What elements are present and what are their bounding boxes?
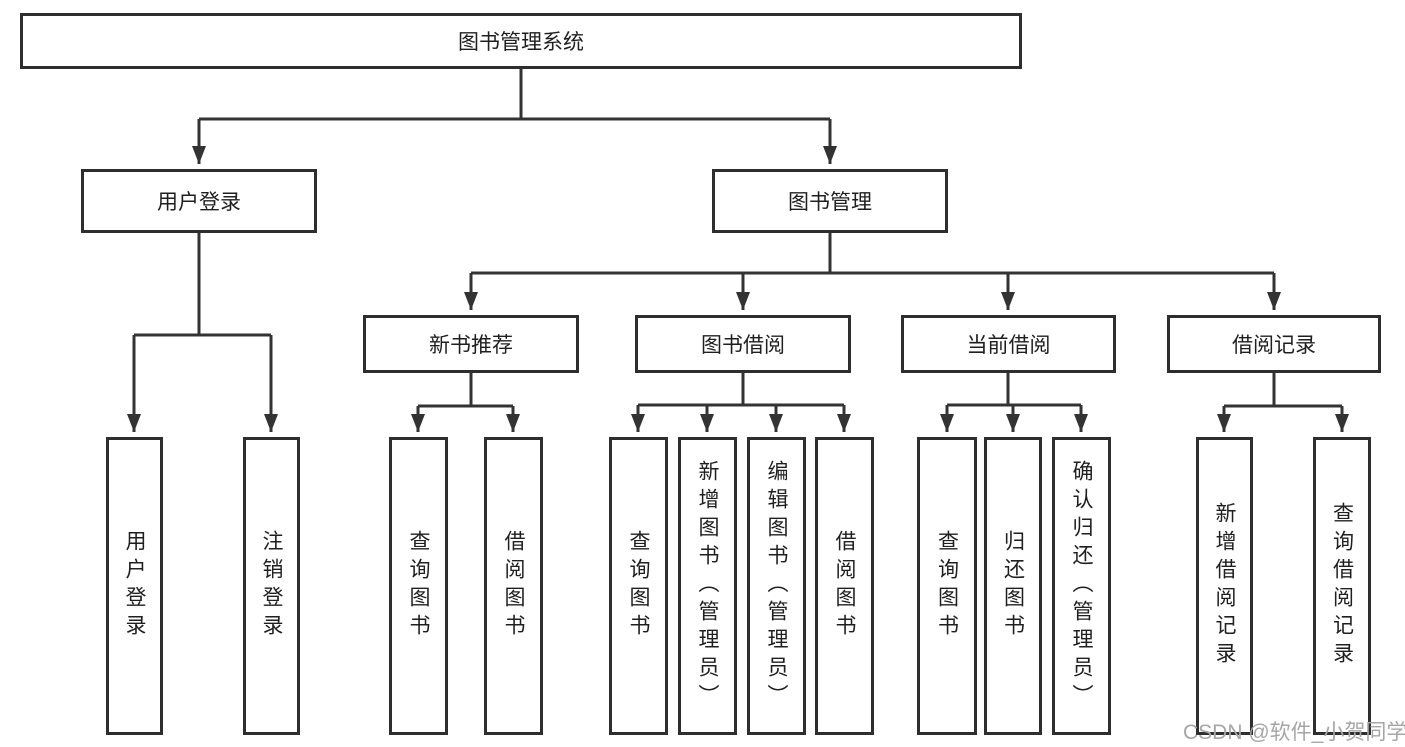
connector-root [192, 69, 837, 164]
leaf-label: 查询图书 [935, 530, 959, 642]
leaf-label: 新增图书（管理员） [696, 460, 719, 712]
node-new-book-recommend: 新书推荐 [363, 315, 579, 373]
leaf-edit-books-admin: 编辑图书（管理员） [747, 437, 806, 735]
leaf-label: 借阅图书 [502, 530, 525, 642]
connector-user-login [127, 233, 278, 432]
leaf-label: 查询图书 [627, 530, 650, 642]
node-borrow-records: 借阅记录 [1167, 315, 1381, 373]
leaf-add-books-admin: 新增图书（管理员） [678, 437, 737, 735]
leaf-label: 用户登录 [123, 530, 146, 642]
leaf-logout: 注销登录 [243, 437, 300, 735]
connector-book-mgmt [464, 233, 1281, 310]
leaf-query-books-recommend: 查询图书 [389, 437, 448, 735]
connector-borrow-records [1217, 373, 1349, 432]
leaf-borrow-books: 借阅图书 [815, 437, 874, 735]
leaf-label: 查询图书 [407, 530, 430, 642]
leaf-label: 借阅图书 [833, 530, 856, 642]
leaf-query-books-current: 查询图书 [917, 437, 977, 735]
leaf-add-borrow-record: 新增借阅记录 [1196, 437, 1253, 735]
leaf-query-books-borrow: 查询图书 [609, 437, 668, 735]
connector-current-borrow [940, 373, 1088, 432]
csdn-watermark: CSDN @软件_小贺同学 [1183, 721, 1405, 744]
leaf-borrow-books-recommend: 借阅图书 [484, 437, 543, 735]
node-book-management: 图书管理 [712, 169, 948, 233]
leaf-label: 编辑图书（管理员） [765, 460, 788, 712]
leaf-label: 注销登录 [260, 530, 283, 642]
leaf-label: 确认归还（管理员） [1070, 460, 1093, 712]
leaf-label: 归还图书 [1001, 530, 1025, 642]
leaf-label: 查询借阅记录 [1330, 502, 1354, 670]
node-current-borrow: 当前借阅 [901, 315, 1116, 373]
node-root-system: 图书管理系统 [20, 13, 1022, 69]
connector-book-borrow [631, 373, 851, 432]
leaf-user-login: 用户登录 [106, 437, 163, 735]
leaf-confirm-return-admin: 确认归还（管理员） [1052, 437, 1111, 735]
connector-new-books [411, 373, 520, 432]
leaf-label: 新增借阅记录 [1213, 502, 1236, 670]
leaf-query-borrow-record: 查询借阅记录 [1313, 437, 1371, 735]
node-user-login: 用户登录 [81, 169, 317, 233]
leaf-return-books: 归还图书 [984, 437, 1042, 735]
node-book-borrow: 图书借阅 [635, 315, 851, 373]
